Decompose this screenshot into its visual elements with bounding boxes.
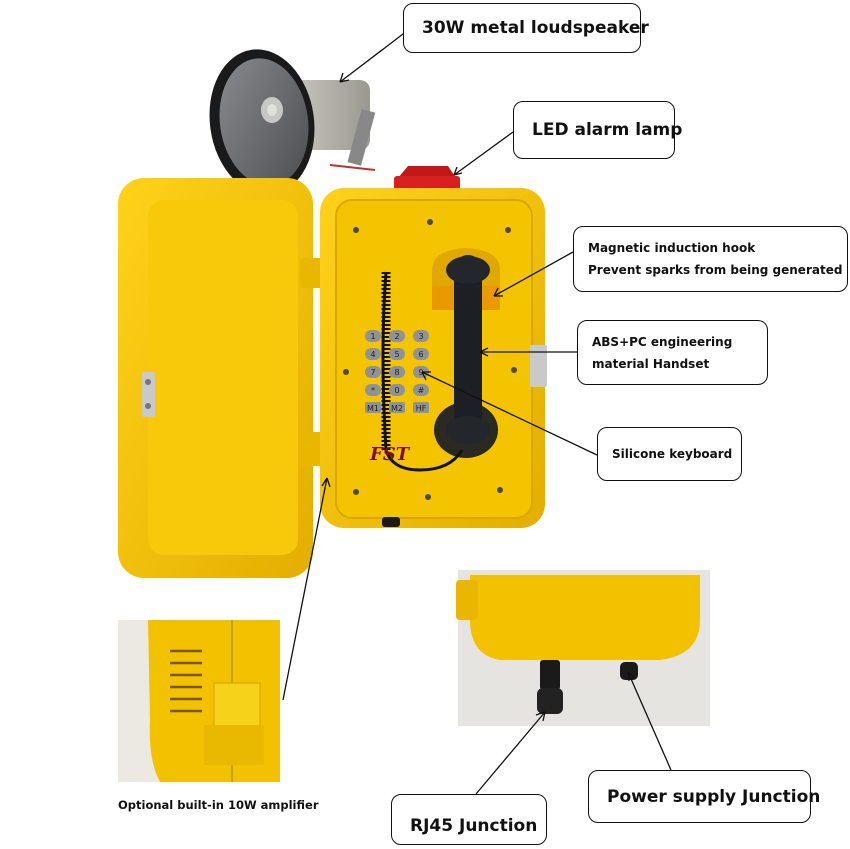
svg-text:3: 3: [418, 332, 423, 341]
svg-text:0: 0: [394, 386, 399, 395]
svg-text:6: 6: [418, 350, 423, 359]
svg-text:*: *: [371, 386, 375, 395]
callout-keyboard-text: Silicone keyboard: [612, 447, 733, 461]
callout-hook-line1: Magnetic induction hook: [588, 241, 756, 255]
callout-keyboard: Silicone keyboard: [597, 427, 742, 481]
callout-rj45-text: RJ45 Junction: [410, 816, 538, 836]
keypad-image: 1 2 3 4 5 6 7 8 9 * 0 # M1 M2 HF: [365, 330, 429, 413]
svg-text:M2: M2: [391, 404, 403, 413]
callout-power: Power supply Junction: [588, 770, 821, 823]
callout-handset-line1: ABS+PC engineering: [592, 334, 733, 349]
phone-enclosure-image: FST: [320, 188, 547, 528]
svg-text:4: 4: [370, 350, 375, 359]
svg-text:M1: M1: [367, 404, 379, 413]
callout-handset: ABS+PC engineering material Handset: [577, 320, 768, 385]
svg-text:FST: FST: [369, 444, 411, 465]
svg-text:HF: HF: [416, 404, 427, 413]
leader-lines: [282, 33, 672, 795]
callout-loudspeaker: 30W metal loudspeaker: [403, 3, 649, 53]
callout-hook: Magnetic induction hook Prevent sparks f…: [573, 226, 848, 292]
callout-alarm-lamp: LED alarm lamp: [513, 101, 683, 159]
svg-text:5: 5: [394, 350, 399, 359]
svg-text:#: #: [418, 386, 425, 395]
amplifier-label: Optional built-in 10W amplifier: [118, 798, 319, 812]
callout-hook-line2: Prevent sparks from being generated: [588, 263, 843, 277]
svg-text:8: 8: [394, 368, 399, 377]
svg-text:9: 9: [418, 368, 423, 377]
callout-power-text: Power supply Junction: [607, 786, 821, 807]
svg-text:2: 2: [394, 332, 399, 341]
svg-text:1: 1: [370, 332, 375, 341]
callout-handset-line2: material Handset: [592, 356, 710, 371]
door-image: [118, 178, 328, 578]
loudspeaker-image: [209, 49, 376, 195]
svg-text:7: 7: [370, 368, 375, 377]
callout-alarm-lamp-text: LED alarm lamp: [532, 120, 683, 140]
callout-loudspeaker-text: 30W metal loudspeaker: [422, 18, 649, 38]
amplifier-inset-image: [118, 620, 280, 782]
connector-inset-image: [456, 570, 710, 726]
callout-rj45: RJ45 Junction: [391, 794, 547, 845]
